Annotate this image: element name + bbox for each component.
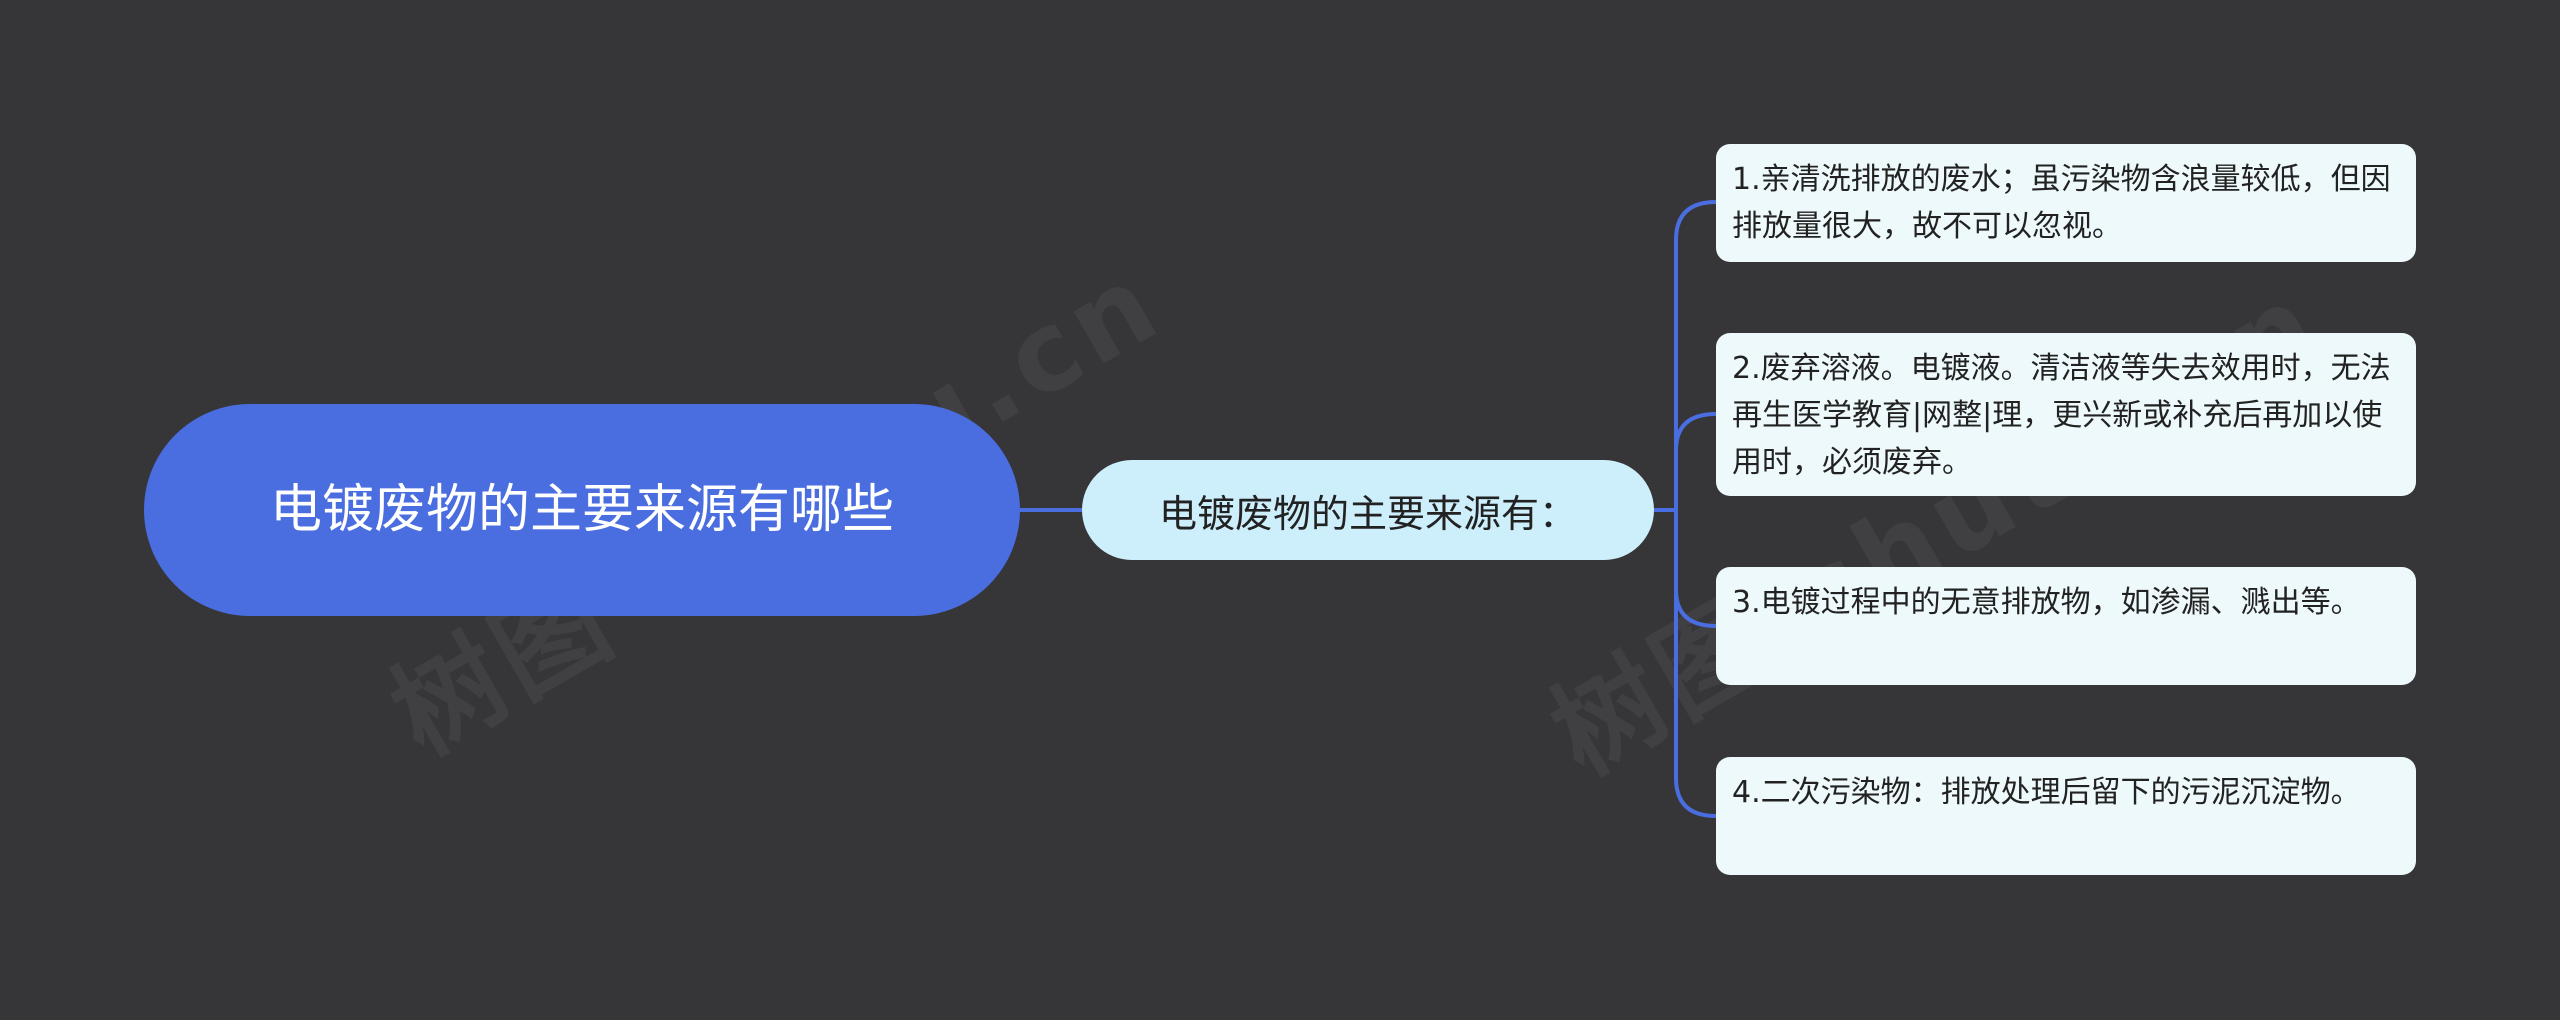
- leaf-node-3[interactable]: 3.电镀过程中的无意排放物，如渗漏、溅出等。: [1716, 567, 2416, 685]
- root-topic-node[interactable]: 电镀废物的主要来源有哪些: [144, 404, 1020, 616]
- leaf-3-connector: [1674, 510, 1717, 628]
- leaf-node-4[interactable]: 4.二次污染物：排放处理后留下的污泥沉淀物。: [1716, 757, 2416, 875]
- leaf-1-connector: [1674, 200, 1717, 510]
- subtopic-node[interactable]: 电镀废物的主要来源有：: [1082, 460, 1654, 560]
- subtopic-label: 电镀废物的主要来源有：: [1158, 491, 1577, 536]
- leaf-node-1[interactable]: 1.亲清洗排放的废水；虽污染物含浪量较低，但因排放量很大，故不可以忽视。: [1716, 144, 2416, 262]
- leaf-2-connector: [1674, 412, 1717, 510]
- root-topic-label: 电镀废物的主要来源有哪些: [269, 480, 894, 540]
- leaf-label: 2.废弃溶液。电镀液。清洁液等失去效用时，无法再生医学教育|网整|理，更兴新或补…: [1732, 351, 2391, 480]
- leaf-node-2[interactable]: 2.废弃溶液。电镀液。清洁液等失去效用时，无法再生医学教育|网整|理，更兴新或补…: [1716, 333, 2416, 496]
- leaf-4-connector: [1674, 510, 1717, 818]
- leaf-label: 4.二次污染物：排放处理后留下的污泥沉淀物。: [1732, 775, 2361, 810]
- leaf-label: 3.电镀过程中的无意排放物，如渗漏、溅出等。: [1732, 585, 2361, 620]
- leaf-label: 1.亲清洗排放的废水；虽污染物含浪量较低，但因排放量很大，故不可以忽视。: [1732, 162, 2391, 244]
